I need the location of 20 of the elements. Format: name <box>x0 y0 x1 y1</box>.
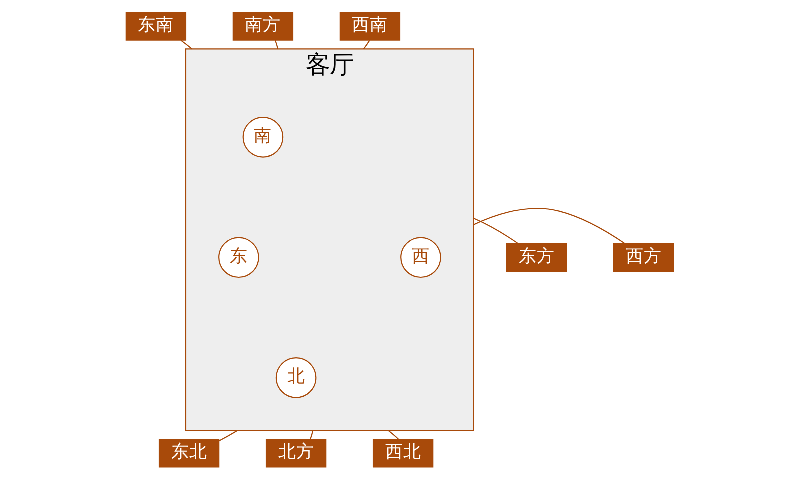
node-circle: 东 <box>218 237 260 278</box>
node-box: 东南 <box>126 12 187 41</box>
node-circle: 北 <box>276 357 317 398</box>
node-box: 东北 <box>158 439 220 468</box>
node-box: 东方 <box>506 243 568 272</box>
node-box: 北方 <box>266 439 327 468</box>
node-box: 西南 <box>340 12 401 41</box>
node-box: 西方 <box>613 243 674 272</box>
connector <box>363 40 370 50</box>
connector <box>310 430 314 440</box>
connector <box>388 430 400 440</box>
connector <box>474 218 519 244</box>
connector <box>218 430 238 442</box>
node-box: 南方 <box>232 12 294 41</box>
node-circle: 西 <box>400 237 442 278</box>
connector <box>180 40 193 50</box>
node-box: 西北 <box>372 439 434 468</box>
connector <box>274 40 279 50</box>
connector <box>474 208 626 244</box>
node-circle: 南 <box>242 117 284 158</box>
